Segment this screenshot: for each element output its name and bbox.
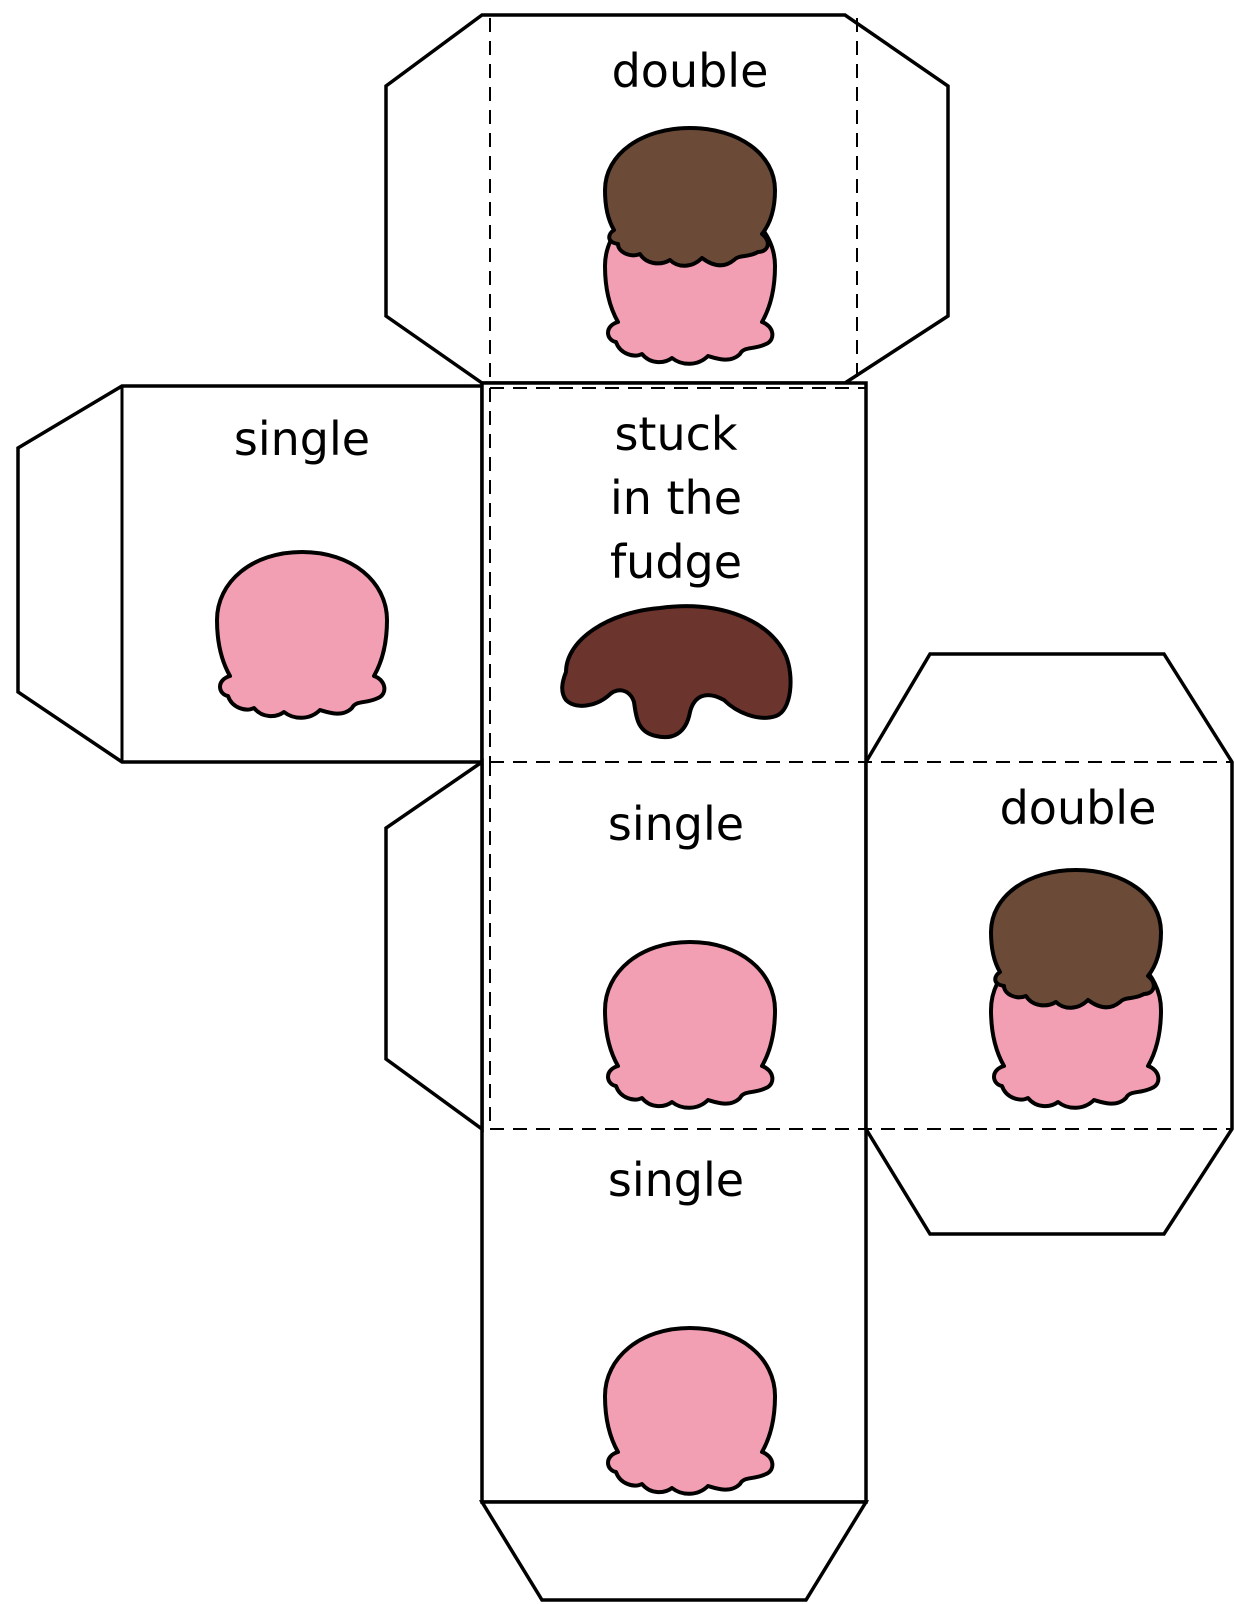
fudge-drip-icon bbox=[560, 604, 793, 740]
bottom-tab bbox=[478, 1500, 870, 1602]
face-label-center-line-1: stuck bbox=[614, 407, 737, 461]
center-face: stuck in the fudge bbox=[560, 407, 793, 740]
face-label-center-line-2: in the bbox=[610, 471, 742, 525]
face-label-center-line-3: fudge bbox=[610, 535, 742, 589]
single-scoop-icon bbox=[603, 1326, 777, 1496]
face-label-top: double bbox=[612, 44, 769, 98]
face-label-left: single bbox=[234, 412, 370, 466]
middle-left-flap bbox=[384, 758, 484, 1133]
right-face: double bbox=[989, 781, 1163, 1110]
single-scoop-icon bbox=[603, 940, 777, 1110]
double-scoop-icon bbox=[603, 126, 777, 366]
face-label-bottom: single bbox=[608, 1153, 744, 1207]
middle-face: single bbox=[603, 797, 777, 1110]
left-face: single bbox=[215, 412, 389, 720]
top-face: double bbox=[603, 44, 777, 366]
single-scoop-icon bbox=[215, 550, 389, 720]
face-label-middle: single bbox=[608, 797, 744, 851]
face-label-right: double bbox=[1000, 781, 1157, 835]
bottom-face: single bbox=[603, 1153, 777, 1496]
double-scoop-icon bbox=[989, 868, 1163, 1110]
